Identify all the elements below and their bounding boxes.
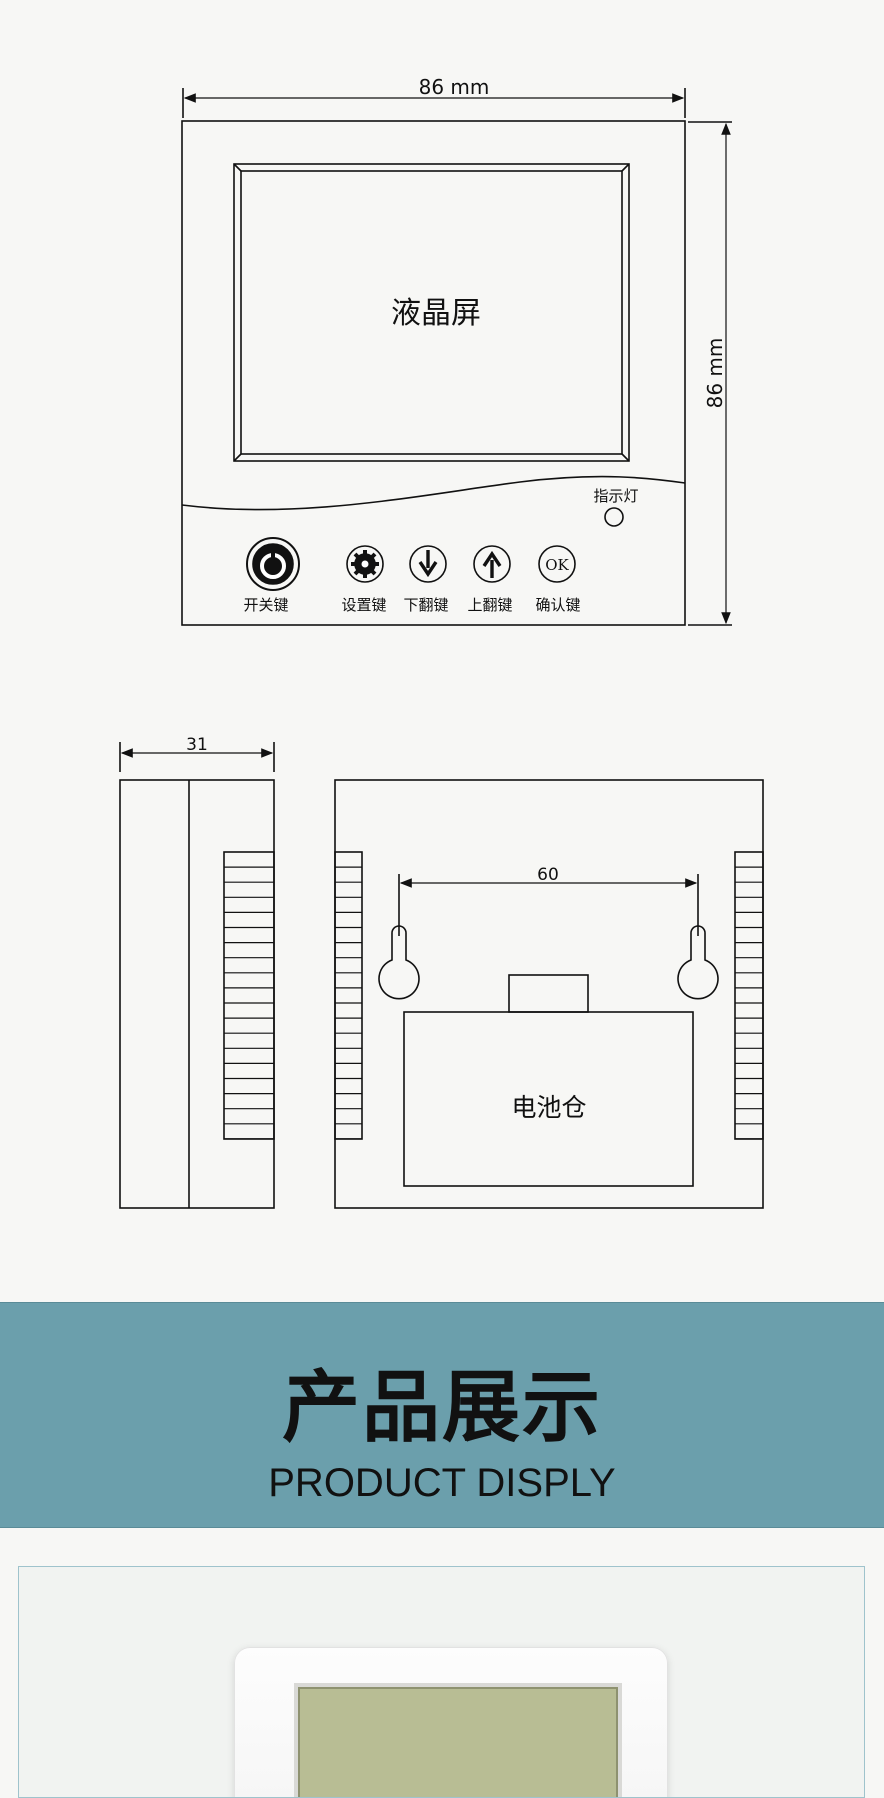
arrow-down-icon bbox=[409, 545, 447, 583]
product-display-banner: 产品展示 PRODUCT DISPLY bbox=[0, 1302, 884, 1528]
indicator-label: 指示灯 bbox=[593, 487, 638, 505]
ok-icon bbox=[538, 545, 576, 583]
banner-subtitle: PRODUCT DISPLY bbox=[268, 1461, 616, 1505]
depth-dimension-label: 31 bbox=[186, 735, 208, 755]
technical-drawing: 86 mm 86 mm 液晶屏 指示灯 OK 开关键 设置键 下翻键 上翻键 确… bbox=[119, 75, 764, 1209]
arrow-up-icon bbox=[473, 545, 511, 583]
back-view bbox=[334, 779, 764, 1209]
front-view bbox=[181, 88, 732, 626]
gear-icon bbox=[346, 545, 384, 583]
hole-spacing-label: 60 bbox=[537, 865, 559, 885]
width-dimension-label: 86 mm bbox=[419, 75, 490, 99]
device-photo bbox=[234, 1647, 668, 1797]
battery-label: 电池仓 bbox=[511, 1093, 586, 1122]
side-view bbox=[119, 742, 275, 1209]
device-lcd-screen bbox=[294, 1683, 622, 1797]
lcd-label: 液晶屏 bbox=[391, 296, 481, 331]
keyhole-left bbox=[378, 925, 420, 1000]
button-label-down: 下翻键 bbox=[403, 596, 448, 614]
button-label-settings: 设置键 bbox=[341, 596, 386, 614]
banner-title: 产品展示 bbox=[281, 1363, 602, 1453]
height-dimension-label: 86 mm bbox=[703, 338, 727, 409]
product-photo bbox=[18, 1566, 865, 1798]
button-label-power: 开关键 bbox=[243, 596, 288, 614]
button-label-up: 上翻键 bbox=[467, 596, 512, 614]
power-icon bbox=[246, 537, 300, 591]
button-label-ok: 确认键 bbox=[535, 596, 580, 614]
ok-icon-text: OK bbox=[545, 556, 569, 574]
keyhole-right bbox=[677, 925, 719, 1000]
